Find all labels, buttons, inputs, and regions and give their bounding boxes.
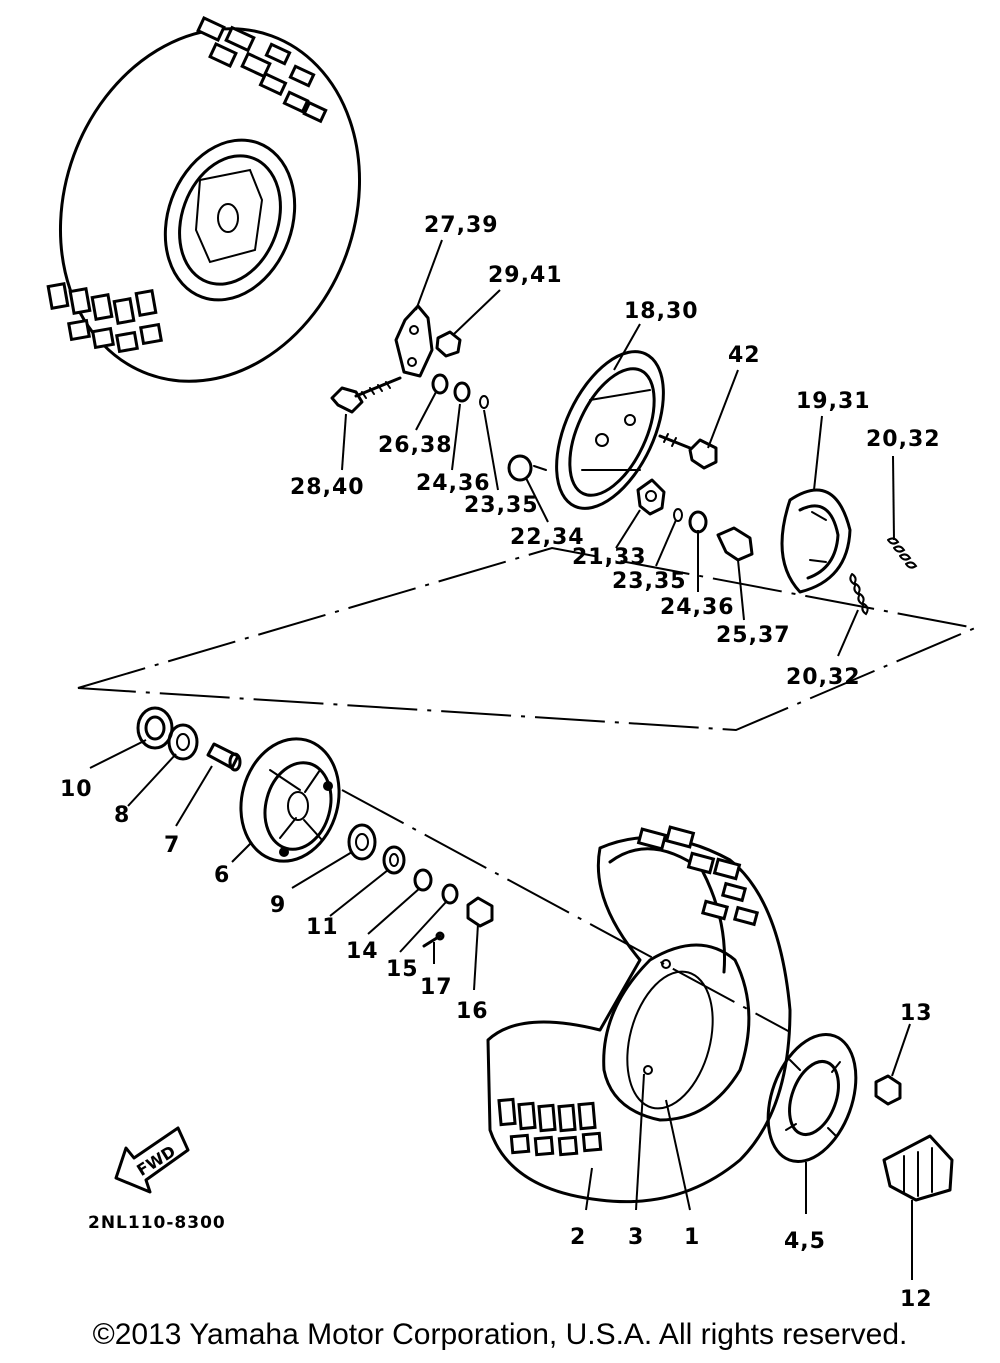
callout-19-31: 19,31 bbox=[796, 389, 871, 414]
lever-bolt bbox=[330, 376, 402, 414]
cotter-pin-17 bbox=[422, 931, 445, 948]
callout-42: 42 bbox=[728, 343, 761, 368]
callout-25-37: 25,37 bbox=[716, 623, 791, 648]
fwd-arrow-icon: FWD bbox=[114, 1126, 190, 1194]
upper-tire-tread bbox=[46, 16, 328, 354]
callout-23-35-top: 23,35 bbox=[464, 493, 539, 518]
callout-20-32-bottom: 20,32 bbox=[786, 665, 861, 690]
callout-12: 12 bbox=[900, 1287, 933, 1312]
assembly-phantom-outline bbox=[77, 546, 979, 732]
callout-26-38: 26,38 bbox=[378, 433, 453, 458]
hub-seal-8 bbox=[167, 723, 199, 761]
hub-bearing-10 bbox=[136, 706, 174, 750]
lower-tire-tread bbox=[497, 825, 760, 1157]
callout-18-30: 18,30 bbox=[624, 299, 699, 324]
small-washers-lower bbox=[673, 508, 708, 534]
shoe-spring-lower bbox=[849, 573, 869, 616]
small-washers-upper bbox=[431, 373, 489, 409]
callout-24-36-top: 24,36 bbox=[416, 471, 491, 496]
callout-11: 11 bbox=[306, 915, 339, 940]
callout-20-32-top: 20,32 bbox=[866, 427, 941, 452]
callout-22-34: 22,34 bbox=[510, 525, 585, 550]
callout-14: 14 bbox=[346, 939, 379, 964]
wheel-hub-6 bbox=[239, 737, 341, 863]
callout-23-35-bottom: 23,35 bbox=[612, 569, 687, 594]
lever-nut bbox=[435, 330, 462, 358]
castle-nut-16 bbox=[466, 896, 494, 928]
leader-lines bbox=[89, 239, 913, 1280]
callout-21-33: 21,33 bbox=[572, 545, 647, 570]
callout-16: 16 bbox=[456, 999, 489, 1024]
brake-shoe bbox=[780, 488, 852, 594]
callout-3: 3 bbox=[628, 1225, 644, 1250]
washer-14 bbox=[413, 868, 433, 892]
bearing-9 bbox=[347, 823, 377, 861]
lower-wheel-assembly bbox=[486, 825, 792, 1204]
callout-10: 10 bbox=[60, 777, 93, 802]
camshaft bbox=[636, 478, 666, 516]
plate-bolt bbox=[658, 433, 718, 470]
brake-camshaft-lever bbox=[394, 304, 434, 378]
callout-15: 15 bbox=[386, 957, 419, 982]
axle-nut-13 bbox=[874, 1074, 902, 1106]
hub-cap-12 bbox=[882, 1134, 954, 1202]
callout-7: 7 bbox=[164, 833, 180, 858]
callout-27-39: 27,39 bbox=[424, 213, 499, 238]
callout-6: 6 bbox=[214, 863, 230, 888]
callout-29-41: 29,41 bbox=[488, 263, 563, 288]
brake-pin bbox=[716, 526, 754, 562]
callout-28-40: 28,40 bbox=[290, 475, 365, 500]
callout-17: 17 bbox=[420, 975, 453, 1000]
callout-9: 9 bbox=[270, 893, 286, 918]
plate-nut bbox=[507, 454, 547, 482]
spacer-7 bbox=[206, 742, 242, 772]
diagram-code: 2NL110-8300 bbox=[88, 1213, 226, 1233]
callout-labels: 27,39 29,41 18,30 42 19,31 20,32 26,38 2… bbox=[60, 213, 941, 1312]
callout-2: 2 bbox=[570, 1225, 586, 1250]
seal-11 bbox=[382, 845, 406, 875]
callout-8: 8 bbox=[114, 803, 130, 828]
callout-13: 13 bbox=[900, 1001, 933, 1026]
callout-1: 1 bbox=[684, 1225, 700, 1250]
callout-24-36-bottom: 24,36 bbox=[660, 595, 735, 620]
wheel-cover-4-5 bbox=[766, 1032, 858, 1164]
copyright-notice: ©2013 Yamaha Motor Corporation, U.S.A. A… bbox=[92, 1318, 908, 1351]
shoe-spring-upper bbox=[887, 537, 918, 569]
brake-backing-plate bbox=[555, 350, 665, 510]
washer-15 bbox=[441, 883, 459, 905]
callout-4-5: 4,5 bbox=[784, 1229, 826, 1254]
upper-wheel-assembly bbox=[46, 16, 362, 383]
axle-centerline bbox=[341, 789, 791, 1033]
